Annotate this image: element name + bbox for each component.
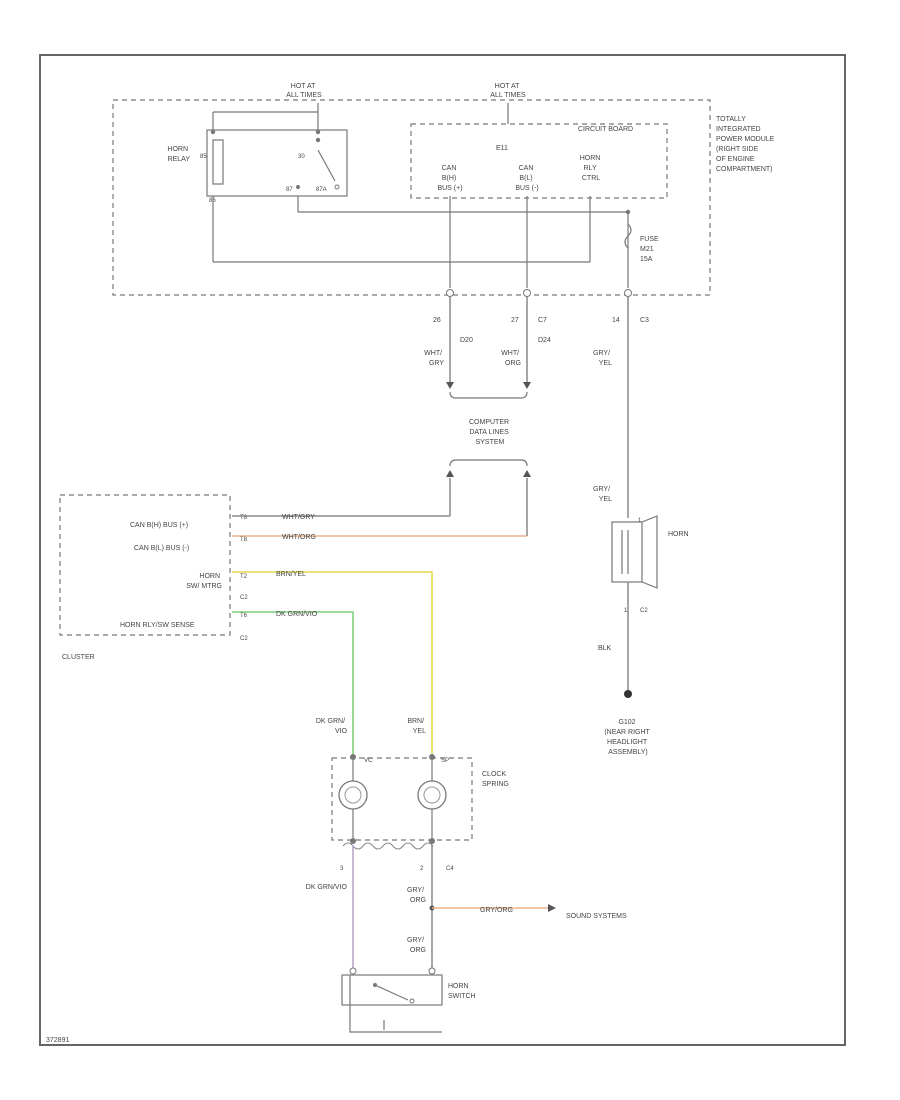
- ground-point: [624, 690, 632, 698]
- clock-spring-label: CLOCK SPRING: [482, 771, 509, 788]
- svg-text:87: 87: [286, 187, 293, 193]
- svg-text:T2: T2: [240, 574, 248, 580]
- ground-label: G102 (NEAR RIGHT HEADLIGHT ASSEMBLY): [604, 719, 651, 756]
- relay-coil: [212, 139, 224, 185]
- sound-systems-label: SOUND SYSTEMS: [566, 913, 627, 920]
- wire-label-brn-yel-h: BRN/YEL: [276, 571, 306, 578]
- hot-at-all-times-right: HOT AT ALL TIMES: [490, 83, 526, 99]
- relay-switch-arm: [317, 149, 336, 182]
- horn-switch-contact: [374, 984, 409, 1001]
- horn-relay: [206, 129, 348, 197]
- svg-text:85: 85: [200, 154, 207, 160]
- fuse-symbol: [624, 223, 632, 249]
- can-l-pin-label: CAN B(L) BUS (-): [515, 165, 538, 192]
- horn-relay-label: HORN RELAY: [167, 146, 190, 163]
- svg-text:27: 27: [511, 317, 519, 324]
- diagram-id: 372891: [46, 1037, 69, 1044]
- wire-dkgrn-vio: [232, 611, 354, 755]
- horn-rly-ctrl-label: HORN RLY CTRL: [580, 155, 603, 182]
- hot-at-all-times-left: HOT AT ALL TIMES: [286, 83, 322, 99]
- svg-text:C2: C2: [640, 608, 648, 614]
- outer-frame: [39, 54, 846, 1046]
- cluster-horn-relay-sense: HORN RLY/SW SENSE: [120, 622, 195, 629]
- cluster-can-l: CAN B(L) BUS (-): [134, 545, 189, 552]
- svg-text:1: 1: [638, 518, 642, 524]
- svg-text:C2: C2: [240, 595, 248, 601]
- wire-label-bus-wht-org: WHT/ORG: [282, 534, 316, 541]
- horn-label: HORN: [668, 531, 689, 538]
- svg-text:T8: T8: [240, 537, 248, 543]
- power-module-label: TOTALLY INTEGRATED POWER MODULE (RIGHT S…: [716, 116, 776, 173]
- wire-label-bus-wht-gry: WHT/GRY: [282, 514, 315, 521]
- svg-text:C4: C4: [446, 866, 454, 872]
- svg-text:2: 2: [420, 866, 424, 872]
- wire-label-dkgrn-vio-lower: DK GRN/VIO: [306, 884, 348, 891]
- svg-text:30: 30: [298, 154, 305, 160]
- wire-label-gry-yel: GRY/ YEL: [593, 350, 612, 367]
- cluster-box: [59, 494, 231, 636]
- power-module-box: [112, 99, 711, 296]
- svg-text:SP: SP: [441, 758, 449, 764]
- wire-label-gry-org-b: GRY/ ORG: [407, 937, 426, 954]
- svg-text:C2: C2: [240, 636, 248, 642]
- cluster-label: CLUSTER: [62, 654, 95, 661]
- circuit-board-label: CIRCUIT BOARD: [578, 126, 633, 133]
- data-lines-label: COMPUTER DATA LINES SYSTEM: [469, 419, 511, 446]
- svg-text:C3: C3: [640, 317, 649, 324]
- cluster-can-h: CAN B(H) BUS (+): [130, 522, 188, 529]
- svg-text:87A: 87A: [316, 187, 327, 193]
- wire-label-dkgrn-vio-left: DK GRN/ VIO: [316, 718, 348, 735]
- wire-label-d24: D24: [538, 337, 551, 344]
- relay-contact-87a: [334, 184, 340, 190]
- wire-label-dkgrn-vio-h: DK GRN/VIO: [276, 611, 318, 618]
- wire-label-wht-gry: WHT/ GRY: [424, 350, 444, 367]
- clock-spring-coil-left: [338, 780, 368, 810]
- svg-text:T8: T8: [240, 515, 248, 521]
- relay-contact-87: [296, 185, 300, 189]
- wire-label-gry-org-a: GRY/ ORG: [407, 887, 426, 904]
- horn-switch-label: HORN SWITCH: [448, 983, 476, 1000]
- wire-label-blk: BLK: [598, 645, 612, 652]
- svg-text:C7: C7: [538, 317, 547, 324]
- wire-label-gry-org-h: GRY/ORG: [480, 907, 513, 914]
- ecu-label: E11: [496, 145, 508, 152]
- wire-label-d20: D20: [460, 337, 473, 344]
- svg-text:1: 1: [624, 608, 628, 614]
- wire-brn-yel: [232, 571, 433, 755]
- clock-spring-coil-right: [417, 780, 447, 810]
- wire-label-wht-org: WHT/ ORG: [501, 350, 521, 367]
- svg-text:T6: T6: [240, 613, 248, 619]
- svg-text:VC: VC: [364, 758, 373, 764]
- circuit-board: [410, 123, 668, 199]
- clock-spring-box: [331, 757, 473, 841]
- horn-bell: [641, 515, 658, 589]
- horn-body: [611, 521, 643, 583]
- horn-switch-box: [341, 974, 443, 1006]
- connector-pin-27: [523, 289, 531, 297]
- svg-text:3: 3: [340, 866, 344, 872]
- fuse-label: FUSE M21 15A: [640, 236, 661, 263]
- svg-text:14: 14: [612, 317, 620, 324]
- can-h-pin-label: CAN B(H) BUS (+): [437, 165, 462, 192]
- connector-pin-26: [446, 289, 454, 297]
- svg-text:26: 26: [433, 317, 441, 324]
- wire-label-brn-yel-right: BRN/ YEL: [407, 718, 426, 735]
- connector-pin-14: [624, 289, 632, 297]
- wire-label-gry-yel-2: GRY/ YEL: [593, 486, 612, 503]
- cluster-horn-sw: HORN SW/ MTRG: [186, 573, 222, 590]
